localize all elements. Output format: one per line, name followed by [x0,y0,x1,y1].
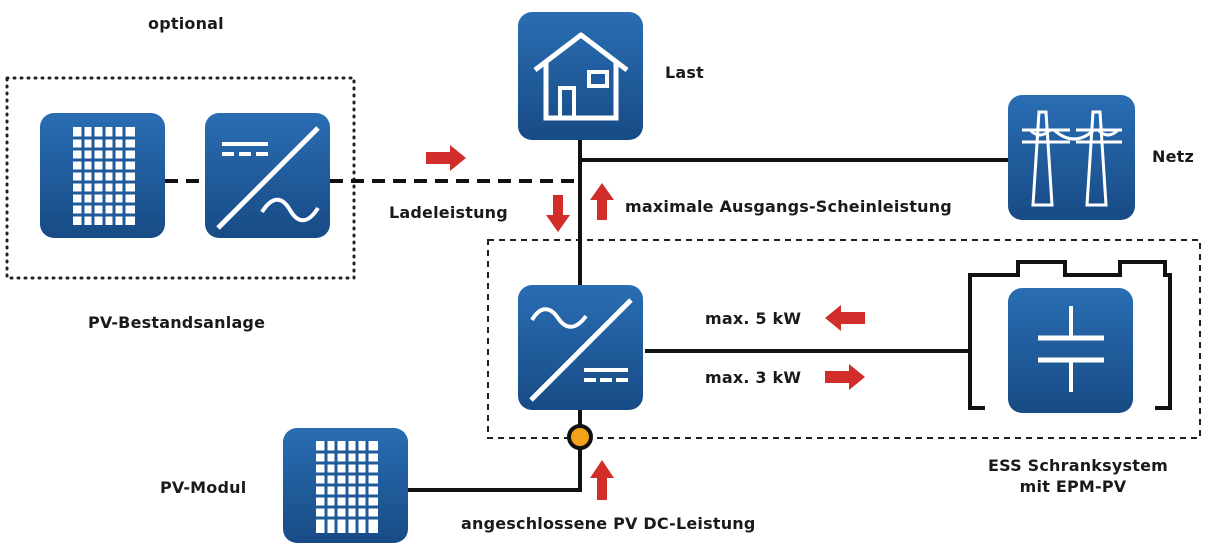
max-5kw-label: max. 5 kW [705,309,802,328]
dc-junction-node [567,424,593,450]
house-icon [518,12,643,140]
battery-cabinet-outline [968,260,1172,410]
arrow-right-icon [426,145,466,171]
arrow-down-icon [546,195,570,232]
inverter-icon [205,113,330,238]
flow-arrows [426,145,865,500]
grid-label: Netz [1152,147,1195,166]
charging-power-label: Ladeleistung [389,203,508,222]
optional-label: optional [148,14,224,33]
ess-boundary [487,239,1201,439]
ess-label-line2: mit EPM-PV [1019,477,1127,496]
arrow-up-icon [590,183,614,220]
solar-panel-icon [40,113,165,238]
solar-panel-icon [283,428,408,543]
max-3kw-label: max. 3 kW [705,368,802,387]
pv-existing-label: PV-Bestandsanlage [88,313,266,332]
optional-pv-boundary [5,76,356,280]
max-output-label: maximale Ausgangs-Scheinleistung [625,197,952,216]
wiring [408,135,1010,492]
load-label: Last [665,63,704,82]
arrow-left-icon [825,305,865,331]
power-pylon-icon [1008,95,1135,220]
arrow-up-icon [590,460,614,500]
inverter-icon [518,285,643,410]
ess-label-line1: ESS Schranksystem [988,456,1168,475]
arrow-right-icon [825,364,865,390]
battery-icon [1008,288,1133,413]
pv-dc-label: angeschlossene PV DC-Leistung [461,514,756,533]
pv-module-label: PV-Modul [160,478,247,497]
